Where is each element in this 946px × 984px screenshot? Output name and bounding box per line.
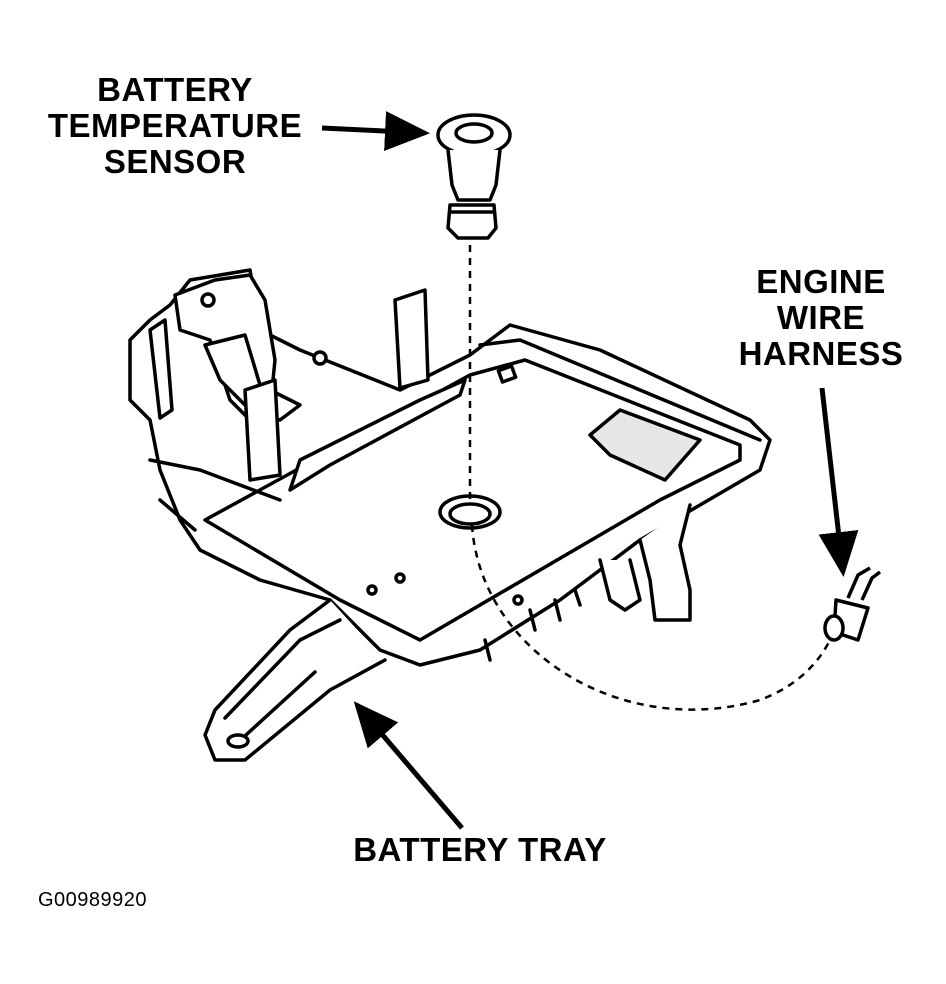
battery-tray-label: BATTERY TRAY: [353, 831, 607, 868]
harness-arrow: [818, 387, 859, 577]
tray-arrow: [353, 701, 464, 830]
harness-label-line-3: HARNESS: [738, 335, 904, 372]
battery-tray-illustration: [128, 268, 772, 762]
tray-underside-bumps: [483, 588, 582, 662]
sensor-label-line-2: TEMPERATURE: [47, 107, 303, 144]
sensor-collar: [446, 203, 498, 240]
harness-label-line-1: ENGINE: [756, 263, 886, 300]
tray-rear-leg: [638, 503, 692, 622]
sensor-body: [446, 149, 502, 202]
harness-connector-end: [823, 614, 845, 642]
sensor-cap-inner: [454, 122, 494, 144]
harness-label-line-2: WIRE: [776, 299, 866, 336]
tray-vent: [588, 408, 702, 482]
battery-temperature-sensor-label: BATTERY TEMPERATURE SENSOR: [30, 72, 320, 180]
tray-edge-detail: [148, 458, 282, 532]
battery-temperature-sensor: [436, 113, 512, 240]
sensor-label-line-1: BATTERY: [97, 71, 253, 108]
sensor-label-line-3: SENSOR: [103, 143, 247, 180]
tray-hole-1: [394, 572, 406, 584]
tray-hole-3: [512, 594, 524, 606]
tray-rear-leg-2: [598, 558, 642, 612]
tray-bracket-hole: [200, 292, 216, 308]
engine-wire-harness-connector: [823, 566, 882, 642]
leader-arrows: [321, 111, 859, 830]
sensor-socket-inner: [448, 502, 492, 526]
tray-hole-2: [366, 584, 378, 596]
tray-post-left: [148, 318, 174, 420]
tray-leg-hole: [226, 733, 250, 749]
figure-id: G00989920: [38, 889, 148, 911]
sensor-wire-path: [470, 524, 832, 711]
tray-post-mid: [243, 378, 282, 482]
tray-tab: [496, 364, 518, 384]
tray-post-right: [393, 288, 430, 390]
tray-nut: [312, 350, 328, 366]
harness-wire-2: [860, 570, 882, 601]
tray-floor-lip: [478, 338, 762, 442]
tray-front-leg-inner: [223, 618, 342, 747]
sensor-arrow: [321, 111, 430, 152]
tray-front-leg: [203, 598, 387, 762]
tray-hold-down-rail: [288, 378, 467, 492]
engine-wire-harness-label: ENGINE WIRE HARNESS: [726, 264, 916, 372]
